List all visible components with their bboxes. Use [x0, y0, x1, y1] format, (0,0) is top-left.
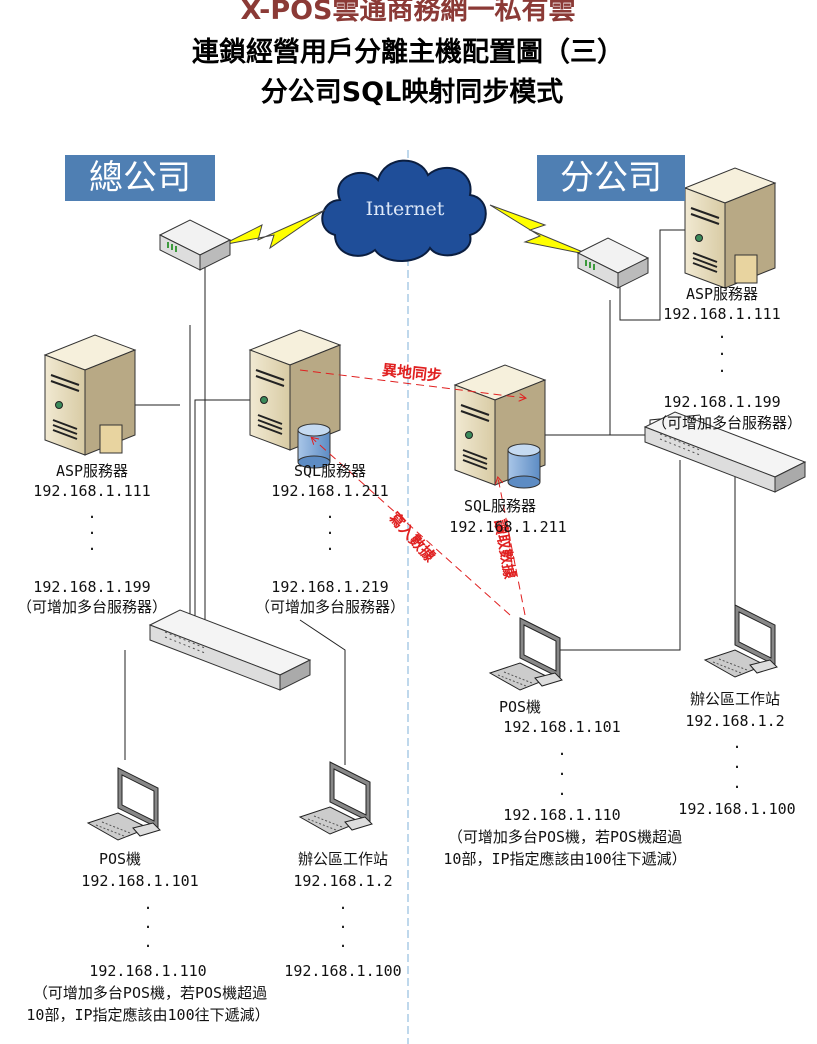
pos-name: POS機 — [98, 850, 142, 868]
office-ip-end: 192.168.1.100 — [284, 962, 402, 980]
branch-label: 分公司 — [537, 155, 685, 201]
branch-asp-name: ASP服務器 — [685, 285, 759, 303]
title-brand: X-POS雲通商務網一私有雲 — [240, 0, 576, 26]
asp-ip-start: 192.168.1.111 — [33, 482, 151, 500]
database-icon — [507, 443, 541, 489]
branch-office-ip-end: 192.168.1.100 — [678, 800, 796, 818]
branch-asp-ip-start: 192.168.1.111 — [663, 305, 781, 323]
head-office-label: 總公司 — [65, 155, 215, 201]
branch-pos-note-1: （可增加多台POS機，若POS機超過 — [447, 828, 683, 846]
pos-ip-end: 192.168.1.110 — [89, 962, 207, 980]
office-pc-branch-icon — [704, 604, 778, 678]
network-cables — [100, 229, 736, 765]
sql-server-name: SQL服務器 — [293, 462, 367, 480]
wan-link-left-icon — [221, 209, 326, 250]
switch-head-icon — [149, 609, 311, 691]
database-icon — [297, 423, 331, 469]
office-pc-head-icon — [299, 761, 373, 835]
sql-ip-start: 192.168.1.211 — [271, 482, 389, 500]
asp-ip-end: 192.168.1.199 — [33, 578, 151, 596]
internet-cloud — [321, 159, 487, 262]
office-ip-start: 192.168.1.2 — [293, 872, 393, 890]
branch-pos-name: POS機 — [498, 698, 542, 716]
branch-asp-note: （可增加多台服務器） — [651, 414, 803, 432]
branch-pos-ip-end: 192.168.1.110 — [503, 806, 621, 824]
branch-asp-ip-end: 192.168.1.199 — [663, 393, 781, 411]
branch-sql-ip-start: 192.168.1.211 — [449, 518, 567, 536]
branch-office-name: 辦公區工作站 — [689, 690, 781, 708]
pos-pc-branch-icon — [489, 617, 563, 691]
title-mode: 分公司SQL映射同步模式 — [260, 77, 564, 108]
pos-note-2: 10部，IP指定應該由100往下遞減） — [26, 1006, 270, 1024]
router-branch-icon — [577, 237, 649, 289]
branch-sql-name: SQL服務器 — [463, 497, 537, 515]
asp-server-branch-icon — [684, 167, 776, 289]
asp-server-name: ASP服務器 — [55, 462, 129, 480]
wan-link-right-icon — [489, 204, 591, 256]
sql-ip-end: 192.168.1.219 — [271, 578, 389, 596]
office-name: 辦公區工作站 — [297, 850, 389, 868]
cloud-label: Internet — [365, 198, 445, 220]
branch-pos-note-2: 10部，IP指定應該由100往下遞減） — [443, 850, 687, 868]
asp-note: （可增加多台服務器） — [16, 598, 168, 616]
router-head-icon — [159, 219, 231, 271]
title-main: 連鎖經營用戶分離主機配置圖（三） — [192, 37, 624, 68]
branch-office-ip-start: 192.168.1.2 — [685, 712, 785, 730]
sql-note: （可增加多台服務器） — [254, 598, 406, 616]
branch-pos-ip-start: 192.168.1.101 — [503, 718, 621, 736]
pos-ip-start: 192.168.1.101 — [81, 872, 199, 890]
write-arrow — [312, 438, 511, 616]
pos-pc-head-icon — [87, 767, 161, 841]
pos-note-1: （可增加多台POS機，若POS機超過 — [32, 984, 268, 1002]
read-arrow — [498, 478, 526, 616]
sync-arrow — [299, 369, 525, 398]
